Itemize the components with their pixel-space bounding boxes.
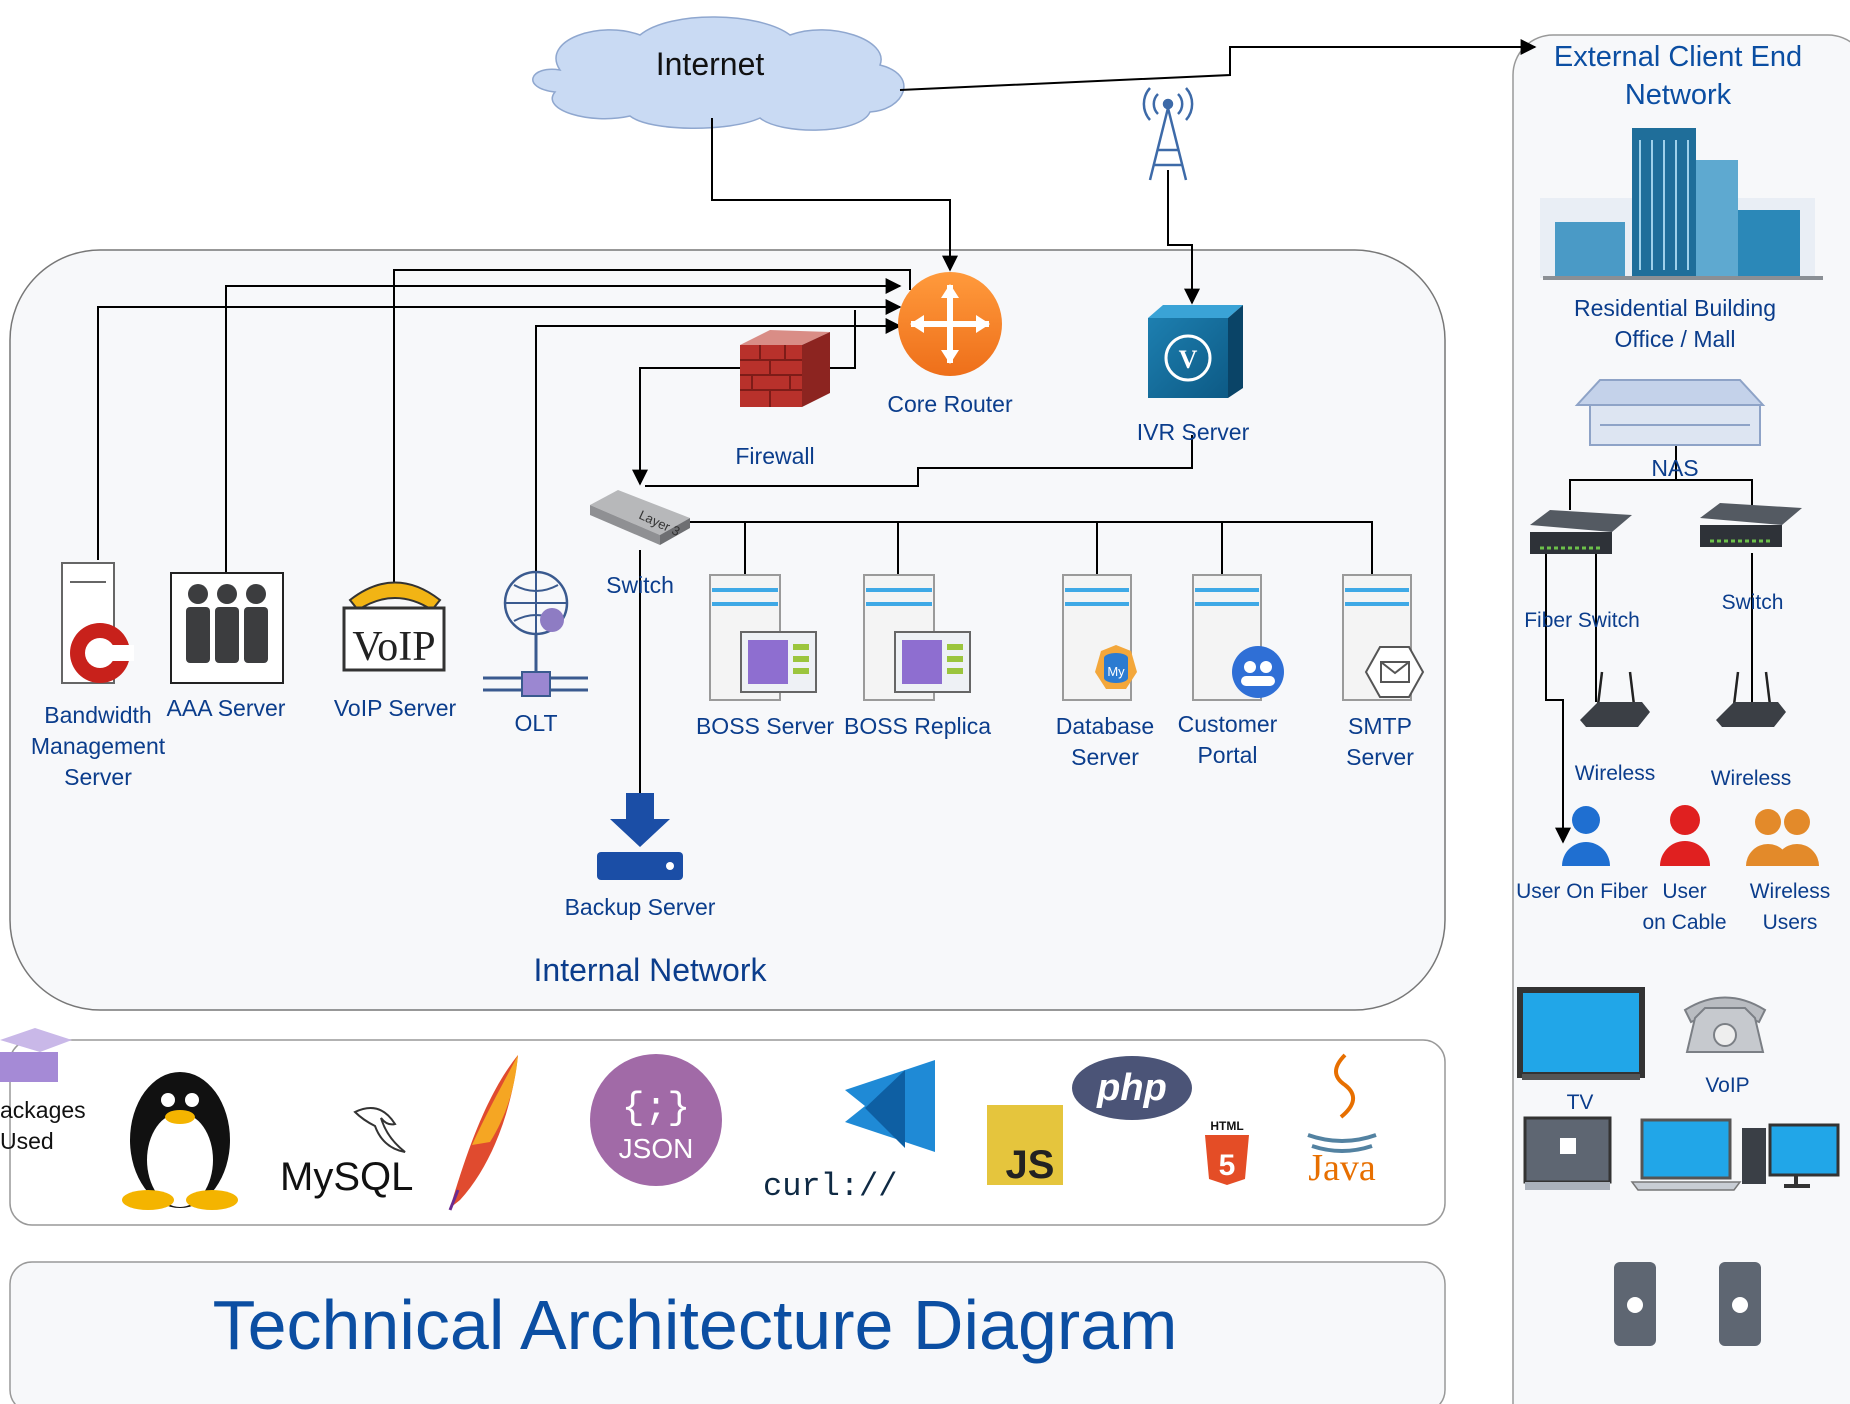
core-router-icon [898, 272, 1002, 376]
internet-label: Internet [655, 46, 765, 82]
firewall-icon [740, 330, 830, 407]
js-logo-text: JS [1006, 1143, 1055, 1187]
vscode-icon [845, 1060, 935, 1152]
php-logo-text: php [1096, 1067, 1167, 1109]
title-box [9, 1261, 1446, 1404]
svg-text:V: V [1179, 345, 1198, 374]
tv-label: TV [1566, 1091, 1594, 1114]
voip-server-label: VoIP Server [333, 695, 457, 721]
desktop-pc-icon [1742, 1123, 1840, 1188]
android-phone-icon [1614, 1262, 1656, 1346]
bandwidth-server-label: Bandwidth Management Server [30, 702, 166, 790]
nas-icon [1574, 379, 1766, 446]
wireless-label-2: Wireless [1710, 767, 1792, 790]
desktop-windows-icon [1523, 1116, 1612, 1190]
smtp-server-label: SMTP Server [1346, 713, 1414, 770]
database-server-icon: My [1062, 574, 1137, 701]
mysql-logo-icon: MySQL [280, 1107, 413, 1199]
java-logo-icon: Java [1307, 1053, 1377, 1189]
wireless-users-icon [1746, 809, 1819, 866]
java-logo-text: Java [1308, 1147, 1376, 1189]
wireless-router-icon-1 [1580, 671, 1650, 727]
building-icon [1540, 128, 1823, 280]
diagram-title: Technical Architecture Diagram [212, 1286, 1178, 1364]
customer-portal-label: Customer Portal [1177, 711, 1278, 768]
backup-server-icon [597, 793, 683, 880]
voip-phone-icon [1683, 996, 1767, 1053]
aaa-server-icon [170, 572, 284, 684]
boss-replica-icon [863, 574, 971, 701]
html5-tag: HTML [1210, 1119, 1243, 1133]
iphone-icon [1719, 1262, 1761, 1346]
internal-network-label: Internal Network [533, 952, 767, 988]
html5-number: 5 [1219, 1149, 1236, 1182]
user-on-cable-icon [1660, 805, 1710, 866]
packages-box-icon [0, 1028, 72, 1082]
tv-icon [1517, 987, 1645, 1080]
boss-replica-label: BOSS Replica [843, 713, 991, 739]
olt-label: OLT [514, 710, 558, 736]
nas-label: NAS [1651, 455, 1699, 481]
user-on-cable-label: User on Cable [1642, 880, 1727, 934]
smtp-server-icon [1342, 574, 1425, 701]
backup-server-label: Backup Server [564, 894, 716, 920]
voip-icon-text: VoIP [352, 624, 435, 670]
external-network-title: External Client End Network [1553, 41, 1803, 111]
customer-portal-icon [1192, 574, 1284, 701]
bandwidth-server-icon [61, 562, 134, 684]
core-router-label: Core Router [887, 391, 1013, 417]
switch-label: Switch [606, 572, 674, 598]
db-badge: My [1107, 664, 1125, 679]
javascript-logo-icon: JS [987, 1105, 1063, 1187]
access-switch-icon [1700, 503, 1802, 547]
json-logo-text: JSON [619, 1133, 694, 1164]
access-switch-label: Switch [1721, 591, 1784, 614]
internet-cloud-icon [532, 16, 905, 131]
olt-icon [483, 570, 588, 697]
database-server-label: Database Server [1055, 713, 1155, 770]
building-label: Residential Building Office / Mall [1573, 295, 1776, 352]
boss-server-label: BOSS Server [695, 713, 835, 739]
user-on-fiber-label: User On Fiber [1516, 880, 1648, 903]
firewall-label: Firewall [735, 443, 815, 469]
fiber-switch-icon [1530, 510, 1632, 554]
layer3-switch-icon: Layer 3 [590, 490, 690, 545]
wireless-label-1: Wireless [1574, 762, 1656, 785]
voip-server-icon: VoIP [342, 581, 446, 672]
cell-tower-icon [1142, 87, 1194, 181]
laptop-icon [1630, 1118, 1742, 1191]
ivr-server-icon: V [1148, 305, 1243, 398]
mysql-logo-text: MySQL [280, 1155, 413, 1199]
curl-logo-icon: curl:// [763, 1168, 897, 1205]
user-on-fiber-icon [1562, 806, 1610, 866]
wireless-users-label: Wireless Users [1749, 880, 1831, 934]
aaa-server-label: AAA Server [166, 695, 286, 721]
linux-penguin-icon [122, 1072, 238, 1210]
connector-lines [97, 39, 1753, 844]
wireless-router-icon-2 [1716, 671, 1786, 727]
packages-used-label: ackages Used [0, 1097, 86, 1154]
ivr-server-label: IVR Server [1136, 419, 1250, 445]
json-logo-icon: {;} JSON [590, 1054, 722, 1186]
voip-label: VoIP [1705, 1074, 1750, 1097]
html5-logo-icon: HTML 5 [1205, 1119, 1249, 1185]
fiber-switch-label: Fiber Switch [1524, 609, 1640, 632]
curl-logo-text: curl:// [763, 1168, 897, 1205]
php-logo-icon: php [1072, 1056, 1192, 1120]
apache-feather-icon [448, 1055, 518, 1211]
boss-server-icon [709, 574, 817, 701]
json-logo-braces: {;} [622, 1087, 690, 1130]
